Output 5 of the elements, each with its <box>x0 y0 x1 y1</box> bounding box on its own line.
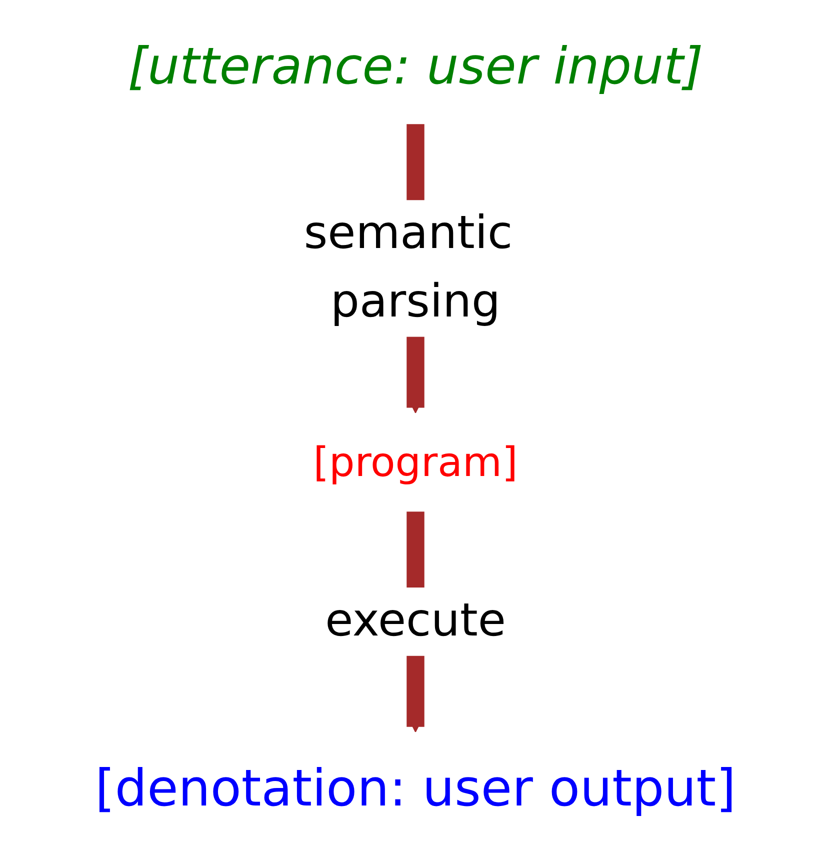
node-text: [utterance: user input] <box>128 38 704 96</box>
edge-label: semantic parsing <box>304 208 513 328</box>
node-text: [program] <box>313 438 518 486</box>
edge-label: execute <box>325 595 506 648</box>
node-text: [denotation: user output] <box>95 760 736 818</box>
